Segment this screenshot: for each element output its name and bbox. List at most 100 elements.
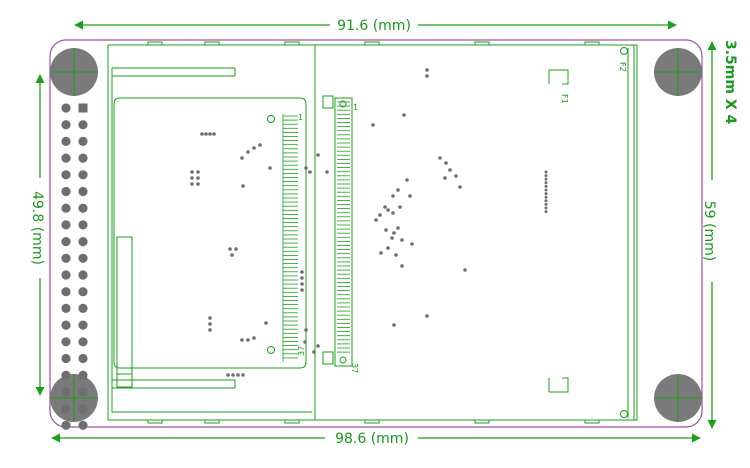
via <box>303 340 307 344</box>
via <box>300 276 304 280</box>
header-pin <box>78 370 88 380</box>
dimension-lines <box>35 20 717 443</box>
header-pin <box>78 120 88 130</box>
mounting-hole-top-left <box>50 48 98 96</box>
via <box>246 150 250 154</box>
left-height-label: 49.8 (mm) <box>29 191 45 265</box>
via <box>394 253 398 257</box>
mounting-holes <box>50 48 702 422</box>
via <box>391 194 395 198</box>
header-pin <box>61 337 71 347</box>
via <box>544 170 548 174</box>
via <box>236 373 240 377</box>
via <box>190 182 194 186</box>
fiducial-f1-label: F1 <box>560 94 569 104</box>
via <box>544 184 548 188</box>
header-pin <box>78 136 88 146</box>
fiducial-f2-label: F2 <box>618 62 627 72</box>
via <box>204 132 208 136</box>
via <box>316 153 320 157</box>
mounting-hole-bottom-left <box>50 374 98 422</box>
via <box>241 373 245 377</box>
via <box>190 176 194 180</box>
header-pin <box>78 404 88 414</box>
via <box>383 205 387 209</box>
via <box>231 373 235 377</box>
via <box>425 314 429 318</box>
header-pin <box>78 186 88 197</box>
header-pin <box>78 253 88 263</box>
header-pin <box>61 120 71 130</box>
via <box>246 338 250 342</box>
via <box>544 177 548 181</box>
via <box>312 350 316 354</box>
via <box>544 192 548 196</box>
header-pin <box>78 353 88 364</box>
via <box>304 166 308 170</box>
hole-spec-label: 3.5mm X 4 <box>722 40 738 125</box>
via <box>241 184 245 188</box>
via <box>378 213 382 217</box>
header-pin <box>61 420 71 430</box>
via <box>196 182 200 186</box>
header-pin <box>78 203 88 213</box>
via <box>379 251 383 255</box>
via <box>444 161 448 165</box>
via <box>463 268 467 272</box>
header-pin <box>61 186 71 197</box>
via <box>410 242 414 246</box>
via <box>544 210 548 214</box>
header-pin <box>61 270 71 280</box>
via <box>226 373 230 377</box>
via <box>208 316 212 320</box>
header-pin <box>61 237 71 247</box>
via <box>544 188 548 192</box>
header-pin <box>78 303 88 313</box>
via <box>544 199 548 203</box>
header-pin <box>78 170 88 180</box>
via <box>402 113 406 117</box>
via <box>386 246 390 250</box>
via <box>454 174 458 178</box>
via <box>252 146 256 150</box>
pin-header <box>61 103 88 430</box>
via <box>304 328 308 332</box>
vias <box>190 68 548 377</box>
right-height-label: 59 (mm) <box>701 201 717 261</box>
via <box>208 322 212 326</box>
via <box>384 228 388 232</box>
via <box>458 185 462 189</box>
fpc-board <box>113 97 307 389</box>
header-pin <box>61 253 71 263</box>
via <box>405 178 409 182</box>
header-pin <box>61 220 71 230</box>
via <box>228 247 232 251</box>
header-pin <box>61 203 71 213</box>
via <box>190 170 194 174</box>
header-pin <box>78 387 88 397</box>
via <box>448 168 452 172</box>
via <box>544 174 548 178</box>
via <box>240 338 244 342</box>
via <box>230 253 234 257</box>
via <box>396 226 400 230</box>
connector-pin-37-label: 37 <box>350 363 359 373</box>
via <box>268 166 272 170</box>
via <box>196 170 200 174</box>
via <box>400 238 404 242</box>
via <box>392 231 396 235</box>
header-pin <box>61 136 71 146</box>
via <box>316 344 320 348</box>
header-pin <box>61 387 71 397</box>
bottom-width-label: 98.6 (mm) <box>335 431 409 447</box>
via <box>300 288 304 292</box>
mounting-hole-top-right <box>654 48 702 96</box>
via <box>390 236 394 240</box>
via <box>443 176 447 180</box>
via <box>374 218 378 222</box>
fpc-pin-37-label: 37 <box>297 346 306 356</box>
via <box>264 321 268 325</box>
via <box>398 205 402 209</box>
via <box>544 202 548 206</box>
via <box>325 170 329 174</box>
